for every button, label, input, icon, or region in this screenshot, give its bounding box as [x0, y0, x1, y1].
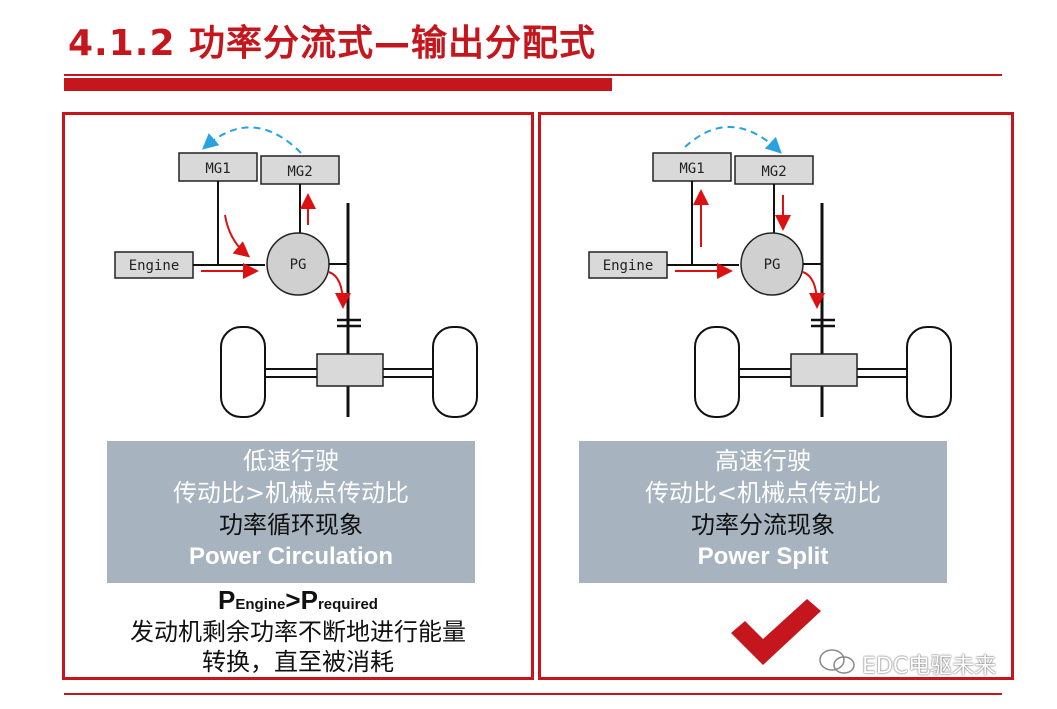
powertrain-diagram-left: MG1 MG2 Engine PG	[114, 126, 478, 418]
panel-low-speed: MG1 MG2 Engine PG 低速行驶 传动比>机械点传动比 功率循环现象…	[62, 112, 534, 680]
ratio-condition: 传动比>机械点传动比	[172, 479, 410, 507]
title-underline	[64, 74, 1002, 76]
mg-swap-dashed-arrow	[684, 126, 782, 154]
mg1-box	[178, 152, 258, 182]
phenomenon-cn: 功率分流现象	[691, 511, 835, 539]
mg1-box	[652, 152, 732, 182]
powertrain-diagram-right: MG1 MG2 Engine PG	[588, 126, 952, 418]
front-left-wheel	[220, 326, 266, 418]
engine-label: Engine	[129, 258, 180, 274]
mg1-label: MG1	[205, 161, 230, 177]
explanation-note: 发动机剩余功率不断地进行能量 转换，直至被消耗	[65, 617, 531, 677]
front-right-wheel	[432, 326, 478, 418]
phenomenon-cn: 功率循环现象	[219, 511, 363, 539]
watermark-text: EDC电驱未来	[862, 654, 997, 679]
footer-line	[64, 693, 1002, 695]
phenomenon-en: Power Split	[697, 543, 829, 570]
differential	[316, 353, 384, 387]
mg2-label: MG2	[761, 164, 786, 180]
engine-box	[588, 251, 668, 279]
driving-condition: 低速行驶	[243, 447, 339, 475]
mg1-label: MG1	[679, 161, 704, 177]
info-box-low-speed: 低速行驶 传动比>机械点传动比 功率循环现象 Power Circulation	[107, 441, 475, 583]
info-box-high-speed: 高速行驶 传动比<机械点传动比 功率分流现象 Power Split	[579, 441, 947, 583]
phenomenon-en: Power Circulation	[188, 543, 394, 570]
pg-label: PG	[764, 257, 781, 273]
pg-label: PG	[290, 257, 307, 273]
wechat-icon	[819, 649, 855, 674]
engine-box	[114, 251, 194, 279]
mg-swap-dashed-arrow	[201, 126, 302, 154]
mg2-label: MG2	[287, 164, 312, 180]
mg2-box	[734, 155, 814, 185]
panel-high-speed: MG1 MG2 Engine PG 高速行驶 传动比<机械点传动比 功率分流现象…	[538, 112, 1014, 680]
page-title: 4.1.2 功率分流式—输出分配式	[68, 23, 597, 64]
checkmark-icon	[731, 599, 821, 665]
engine-label: Engine	[603, 258, 654, 274]
front-right-wheel	[906, 326, 952, 418]
front-left-wheel	[694, 326, 740, 418]
ratio-condition: 传动比<机械点传动比	[644, 479, 882, 507]
power-formula: PEngine>Prequired	[218, 585, 378, 615]
title-accent-bar	[64, 78, 612, 91]
differential	[790, 353, 858, 387]
driving-condition: 高速行驶	[715, 447, 811, 475]
note-line-2: 转换，直至被消耗	[202, 648, 394, 676]
note-line-1: 发动机剩余功率不断地进行能量	[130, 618, 466, 646]
